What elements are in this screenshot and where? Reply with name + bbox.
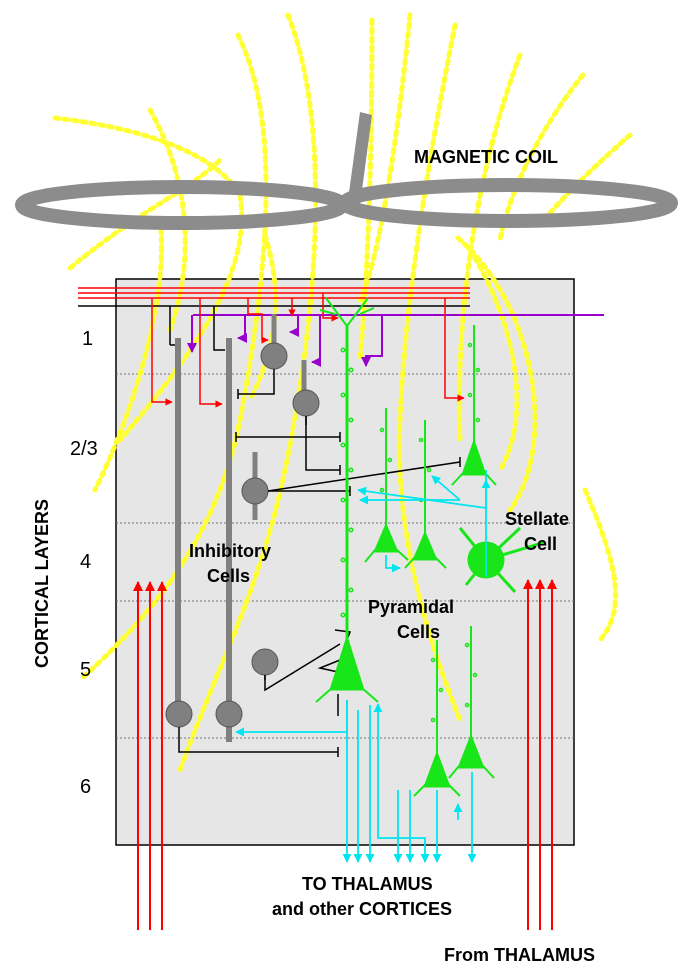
- thalamic-fibers-top: [78, 287, 470, 299]
- red-branches: [151, 293, 465, 408]
- pyramidal-soma-large: [329, 634, 365, 691]
- pyramidal-soma-4a: [373, 522, 399, 553]
- output-axons: [235, 470, 491, 863]
- inhibitory-soma-6: [215, 700, 243, 728]
- from-thalamus-label: From THALAMUS: [444, 945, 595, 965]
- coil-label: MAGNETIC COIL: [414, 147, 558, 167]
- inhibitory-label-2: Cells: [207, 566, 250, 586]
- thalamic-input-right: [523, 579, 557, 930]
- inhibitory-soma-3: [241, 477, 269, 505]
- pyramidal-soma-6b: [457, 733, 485, 769]
- inhibitory-soma-4: [251, 648, 279, 676]
- dendritic-spines: [340, 342, 481, 723]
- layer-dividers: [116, 373, 574, 739]
- inhibitory-soma-5: [165, 700, 193, 728]
- layer-23-label: 2/3: [70, 438, 98, 460]
- inhibitory-soma-1: [260, 342, 288, 370]
- layer-1-label: 1: [82, 328, 93, 350]
- layer-4-label: 4: [80, 551, 91, 573]
- cortical-layers-label: CORTICAL LAYERS: [32, 499, 52, 668]
- thalamic-input-left: [133, 581, 167, 930]
- stellate-label-2: Cell: [524, 534, 557, 554]
- to-thalamus-label-2: and other CORTICES: [272, 899, 452, 919]
- pyramidal-label-2: Cells: [397, 622, 440, 642]
- pyramidal-label-1: Pyramidal: [368, 597, 454, 617]
- inhibitory-soma-2: [292, 389, 320, 417]
- coil-handle: [348, 112, 372, 205]
- pyramidal-soma-23: [461, 438, 487, 476]
- layer-6-label: 6: [80, 776, 91, 798]
- magnetic-coil: [15, 112, 678, 230]
- inhibitory-label-1: Inhibitory: [189, 541, 271, 561]
- to-thalamus-label-1: TO THALAMUS: [302, 874, 433, 894]
- stellate-label-1: Stellate: [505, 509, 569, 529]
- pyramidal-soma-6a: [423, 750, 451, 788]
- purple-branches: [187, 315, 383, 367]
- pyramidal-cells: [315, 297, 497, 797]
- layer-5-label: 5: [80, 659, 91, 681]
- pyramidal-soma-4b: [412, 530, 438, 561]
- magnetic-field-lines: [52, 12, 633, 773]
